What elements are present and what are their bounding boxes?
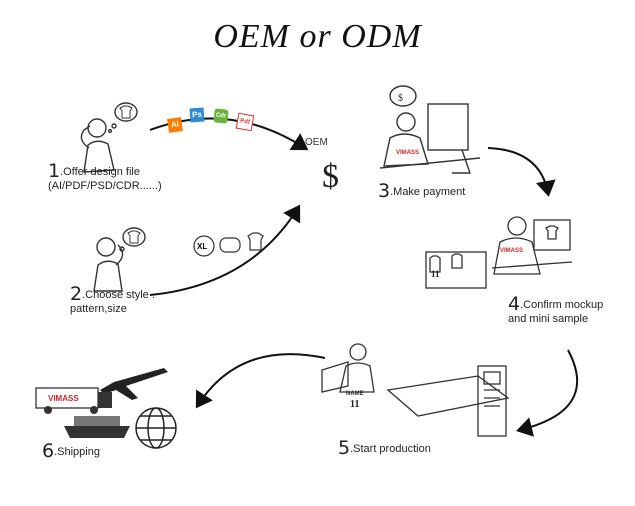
step3-payment-illustration: $ VIMASS: [379, 85, 481, 174]
svg-text:VIMASS: VIMASS: [396, 150, 419, 156]
size-fabric-icons: XL: [193, 232, 264, 257]
truck-icon: VIMASS: [35, 387, 112, 414]
step6-shipping-illustration: VIMASS: [35, 368, 177, 449]
coreldraw-icon: Cdr: [213, 108, 229, 124]
oem-label: OEM: [305, 137, 328, 148]
page-title: OEM or ODM: [213, 18, 422, 55]
step5-production-illustration: NAME 11: [321, 343, 510, 437]
svg-text:$: $: [398, 93, 403, 104]
step3-label: 3.Make payment: [378, 180, 466, 202]
monitor-icon: [427, 103, 469, 151]
step2-person-illustration: [93, 227, 146, 292]
pdf-icon: Pdf: [235, 112, 255, 132]
ship-icon: [64, 416, 130, 438]
svg-text:XL: XL: [197, 242, 207, 251]
step2-label: 2.Choose style . pattern,size: [70, 283, 155, 316]
globe-icon: [135, 407, 177, 449]
dollar-icon: $: [322, 158, 339, 195]
photoshop-icon: Ps: [189, 107, 205, 123]
illustrator-icon: Ai: [167, 117, 183, 133]
step4-mockup-illustration: VIMASS 11: [425, 216, 573, 289]
svg-text:11: 11: [350, 399, 359, 410]
step5-label: 5.Start production: [338, 437, 431, 459]
svg-text:11: 11: [431, 269, 440, 279]
svg-text:VIMASS: VIMASS: [48, 394, 79, 403]
step4-label: 4.Confirm mockup and mini sample: [508, 293, 604, 326]
airplane-icon: [100, 368, 168, 400]
arrow-step4-to-step5: [516, 349, 578, 437]
step6-label: 6.Shipping: [42, 440, 100, 462]
tshirt-icon: [119, 105, 133, 119]
svg-text:NAME: NAME: [346, 391, 364, 397]
arrow-step2-to-oem: [149, 204, 301, 296]
arrow-step3-to-step4: [487, 147, 556, 197]
step1-person-illustration: [80, 102, 138, 173]
svg-text:VIMASS: VIMASS: [500, 248, 523, 254]
tshirt-icon: [127, 230, 141, 244]
step1-label: 1.Offer design file (AI/PDF/PSD/CDR.....…: [48, 160, 162, 193]
arrow-step5-to-step6: [195, 353, 326, 409]
